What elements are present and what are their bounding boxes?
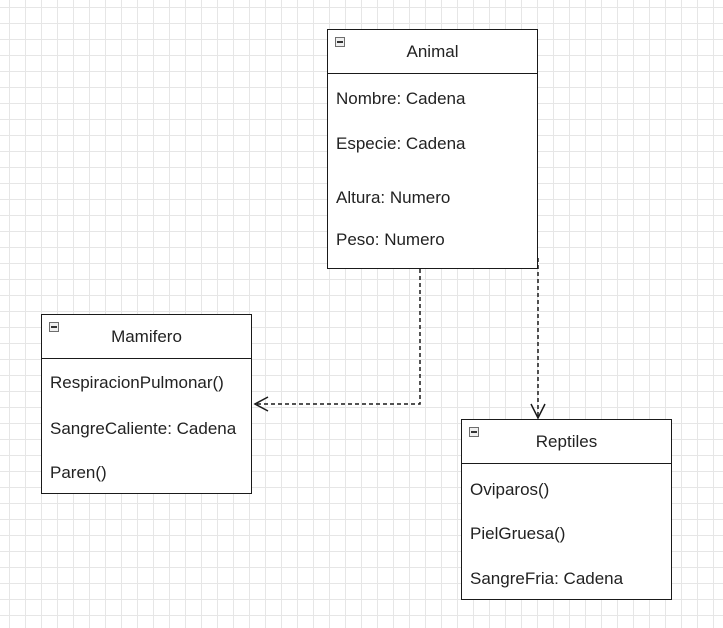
arrowhead-reptiles bbox=[530, 403, 546, 420]
class-mamifero-header[interactable]: Mamifero bbox=[42, 315, 251, 359]
class-animal-member[interactable]: Nombre: Cadena bbox=[336, 89, 466, 108]
collapse-icon[interactable] bbox=[49, 322, 59, 332]
class-mamifero-member[interactable]: RespiracionPulmonar() bbox=[50, 373, 224, 392]
dependency-animal-mamifero[interactable] bbox=[256, 269, 421, 405]
class-reptiles-member[interactable]: PielGruesa() bbox=[470, 524, 566, 543]
arrowhead-mamifero bbox=[253, 396, 269, 412]
class-animal[interactable]: Animal Nombre: Cadena Especie: Cadena Al… bbox=[327, 29, 538, 269]
collapse-icon[interactable] bbox=[335, 37, 345, 47]
class-mamifero-member[interactable]: Paren() bbox=[50, 463, 107, 482]
class-animal-title: Animal bbox=[406, 41, 459, 61]
class-reptiles-member[interactable]: SangreFria: Cadena bbox=[470, 569, 624, 588]
class-reptiles-header[interactable]: Reptiles bbox=[462, 420, 671, 464]
class-mamifero-title: Mamifero bbox=[111, 326, 182, 346]
class-animal-member[interactable]: Especie: Cadena bbox=[336, 134, 466, 153]
class-reptiles[interactable]: Reptiles Oviparos() PielGruesa() SangreF… bbox=[461, 419, 672, 600]
collapse-icon[interactable] bbox=[469, 427, 479, 437]
class-animal-member[interactable]: Altura: Numero bbox=[336, 188, 451, 207]
class-reptiles-member[interactable]: Oviparos() bbox=[470, 480, 550, 499]
class-animal-member[interactable]: Peso: Numero bbox=[336, 230, 445, 249]
class-reptiles-title: Reptiles bbox=[535, 431, 598, 451]
class-animal-header[interactable]: Animal bbox=[328, 30, 537, 74]
class-mamifero-member[interactable]: SangreCaliente: Cadena bbox=[50, 419, 237, 438]
class-mamifero[interactable]: Mamifero RespiracionPulmonar() SangreCal… bbox=[41, 314, 252, 494]
